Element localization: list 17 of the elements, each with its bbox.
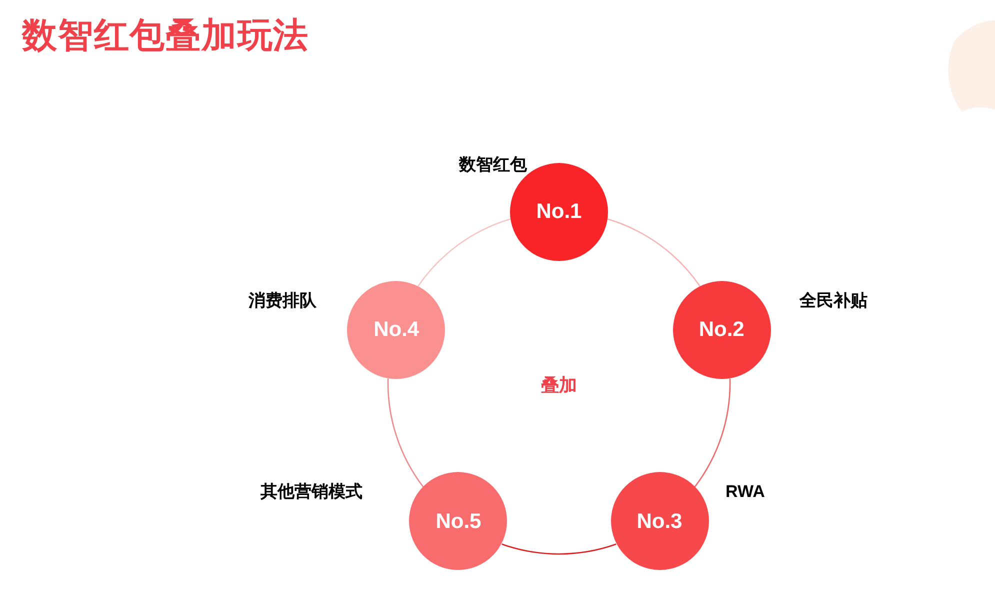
item-label: 其他营销模式 (260, 481, 362, 504)
title: 数智红包叠加玩法 (22, 18, 309, 53)
item-label: 消费排队 (248, 290, 316, 312)
ring-connector (387, 378, 424, 488)
ring-connector (694, 378, 731, 488)
circle-label: No.2 (698, 317, 744, 344)
ring-connector (502, 544, 616, 555)
item-label: 全民补贴 (800, 290, 868, 312)
circle-label: No.5 (436, 508, 482, 535)
ring-connector (418, 218, 511, 287)
circle-label: No.1 (536, 199, 582, 226)
circle-label: No.4 (374, 317, 420, 344)
item-label: RWA (726, 481, 765, 504)
center-label: 叠加 (541, 374, 577, 397)
ring-connector (607, 218, 700, 287)
item-label: 数智红包 (459, 154, 527, 176)
circle-label: No.3 (636, 508, 682, 535)
